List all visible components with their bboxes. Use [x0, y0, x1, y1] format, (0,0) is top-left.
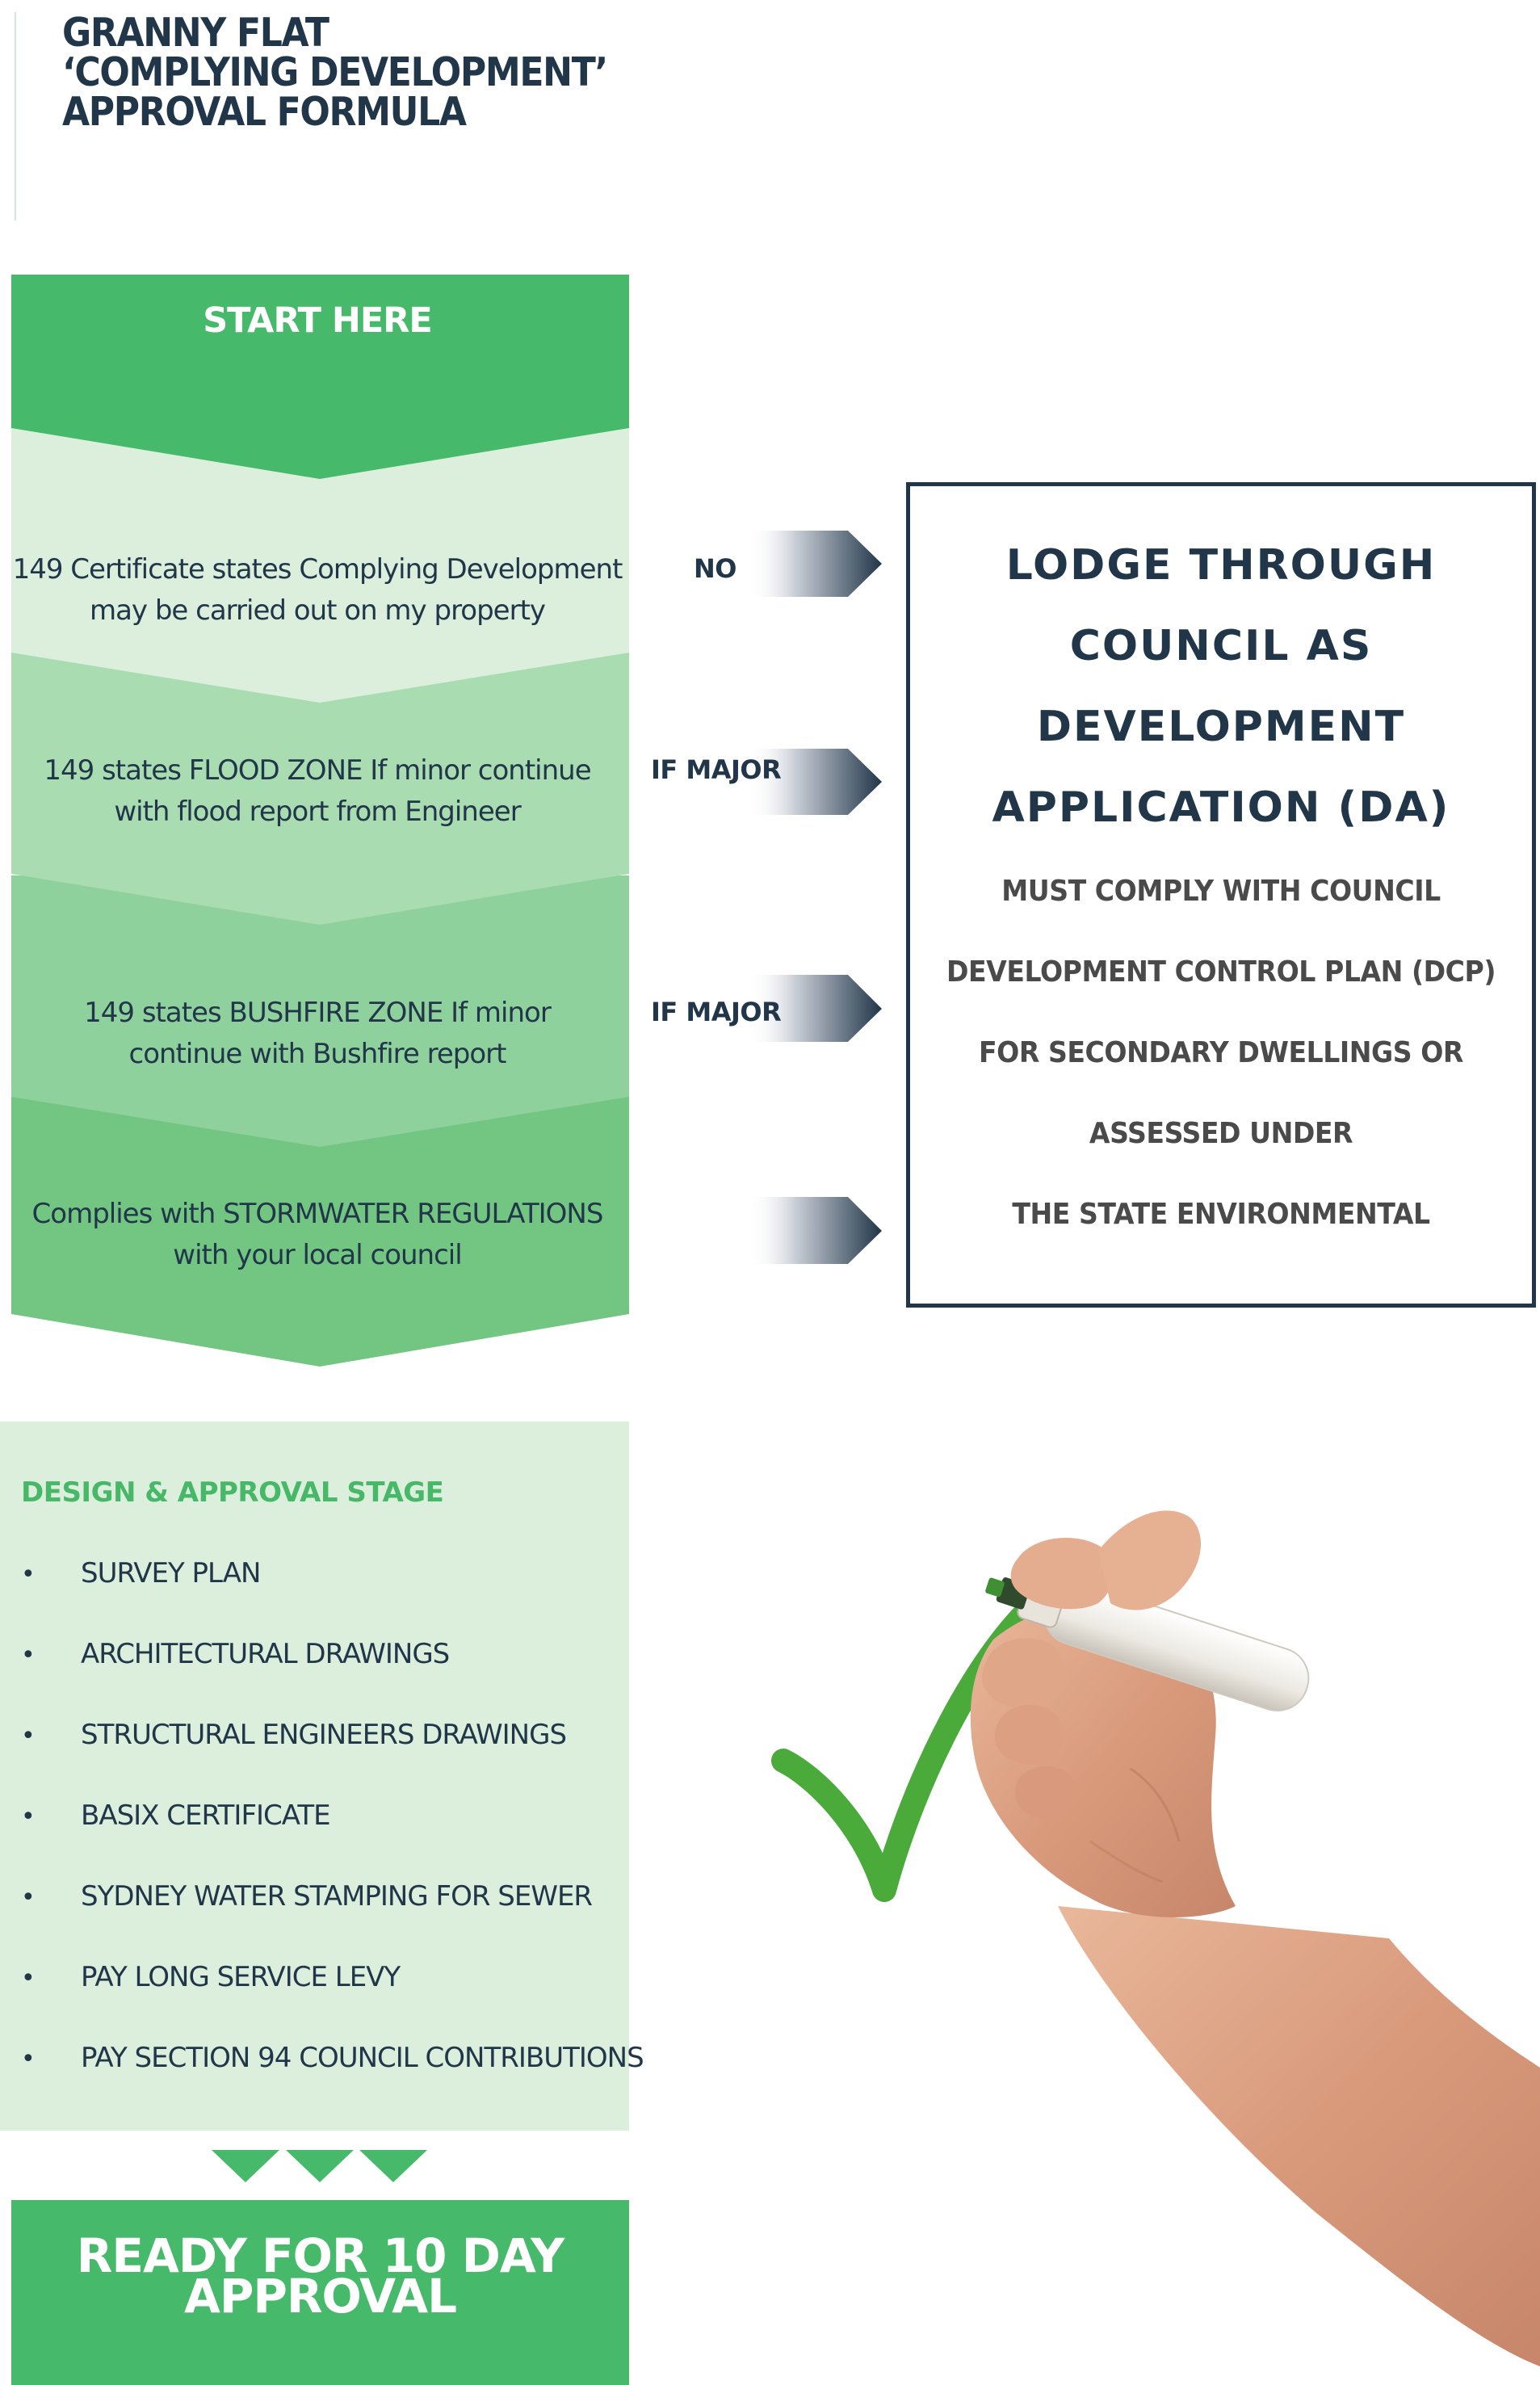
da-info-box: LODGE THROUGH COUNCIL AS DEVELOPMENT APP… — [906, 482, 1536, 1308]
flow-step-4-shape — [11, 1092, 629, 1367]
flow-step-4-line-1: Complies with STORMWATER REGULATIONS — [31, 1198, 604, 1230]
da-heading-line-1: LODGE THROUGH — [1005, 541, 1437, 590]
da-body-line-4: ASSESSED UNDER — [1089, 1117, 1353, 1150]
flow-step-1-shape — [11, 428, 629, 703]
flow-step-3-line-2: continue with Bushfire report — [128, 1038, 507, 1070]
flow-step-2-shape — [11, 651, 629, 925]
arrow-label-bushfire: IF MAJOR — [651, 997, 782, 1027]
bullet-icon: • — [21, 1722, 36, 1750]
ready-line-1: READY FOR 10 DAY — [76, 2228, 564, 2283]
title-line-2: ‘COMPLYING DEVELOPMENT’ — [62, 49, 608, 95]
flow-step-3-text: 149 states BUSHFIRE ZONE If minor contin… — [11, 993, 623, 1075]
design-item-label: BASIX CERTIFICATE — [81, 1799, 331, 1832]
design-item-label: SYDNEY WATER STAMPING FOR SEWER — [81, 1880, 593, 1913]
da-heading-line-3: DEVELOPMENT — [1036, 703, 1406, 751]
design-item: • STRUCTURAL ENGINEERS DRAWINGS — [21, 1719, 567, 1751]
start-here-label: START HERE — [203, 300, 433, 341]
hand-drawing-checkmark-icon — [771, 1510, 1540, 2366]
design-item: • SYDNEY WATER STAMPING FOR SEWER — [21, 1880, 593, 1913]
arrow-flood-major — [749, 749, 882, 815]
design-item-label: PAY SECTION 94 COUNCIL CONTRIBUTIONS — [81, 2042, 644, 2074]
flow-step-2-line-1: 149 states FLOOD ZONE If minor continue — [44, 754, 591, 787]
ready-approval-box: READY FOR 10 DAY APPROVAL — [11, 2200, 629, 2385]
design-item-label: STRUCTURAL ENGINEERS DRAWINGS — [81, 1719, 567, 1751]
bullet-icon: • — [21, 2045, 36, 2073]
flow-step-1-line-2: may be carried out on my property — [89, 594, 546, 627]
arrow-stormwater — [749, 1197, 882, 1264]
da-body-line-2: DEVELOPMENT CONTROL PLAN (DCP) — [946, 955, 1496, 989]
bullet-icon: • — [21, 1964, 36, 1992]
design-item: • ARCHITECTURAL DRAWINGS — [21, 1638, 450, 1670]
design-item: • BASIX CERTIFICATE — [21, 1799, 331, 1832]
bullet-icon: • — [21, 1641, 36, 1669]
flow-step-4-line-2: with your local council — [173, 1239, 462, 1271]
bullet-icon: • — [21, 1560, 36, 1589]
da-body-line-5: THE STATE ENVIRONMENTAL — [1012, 1198, 1430, 1231]
title-line-1: GRANNY FLAT — [62, 10, 329, 56]
page-title: GRANNY FLAT ‘COMPLYING DEVELOPMENT’ APPR… — [62, 10, 608, 135]
design-item-label: ARCHITECTURAL DRAWINGS — [81, 1638, 450, 1670]
bullet-icon: • — [21, 1883, 36, 1912]
design-item: • SURVEY PLAN — [21, 1557, 261, 1589]
flow-step-1-text: 149 Certificate states Complying Develop… — [11, 549, 623, 632]
da-heading-line-4: APPLICATION (DA) — [992, 783, 1450, 832]
design-approval-heading: DESIGN & APPROVAL STAGE — [21, 1476, 444, 1509]
da-body-line-3: FOR SECONDARY DWELLINGS OR — [979, 1036, 1463, 1069]
title-line-3: APPROVAL FORMULA — [62, 89, 467, 135]
flow-diagram — [11, 275, 882, 1367]
ready-approval-text: READY FOR 10 DAY APPROVAL — [11, 2228, 629, 2324]
design-approval-panel: DESIGN & APPROVAL STAGE • SURVEY PLAN • AR… — [0, 1421, 644, 2131]
start-here-shape — [11, 275, 629, 479]
arrow-bushfire-major — [749, 975, 882, 1042]
da-body-line-1: MUST COMPLY WITH COUNCIL — [1001, 875, 1441, 908]
flow-step-1-line-1: 149 Certificate states Complying Develop… — [12, 553, 623, 586]
flow-step-3-line-1: 149 states BUSHFIRE ZONE If minor — [84, 997, 552, 1029]
ready-line-2: APPROVAL — [183, 2269, 457, 2324]
bullet-icon: • — [21, 1803, 36, 1831]
flow-step-2-line-2: with flood report from Engineer — [114, 796, 521, 828]
arrow-no — [749, 531, 882, 597]
arrow-label-flood: IF MAJOR — [651, 754, 782, 785]
flow-step-3-shape — [11, 875, 629, 1147]
down-chevrons-icon — [212, 2150, 427, 2182]
flow-step-2-text: 149 states FLOOD ZONE If minor continue … — [11, 750, 623, 833]
design-item: • PAY LONG SERVICE LEVY — [21, 1961, 401, 1993]
flow-step-4-text: Complies with STORMWATER REGULATIONS wit… — [11, 1194, 623, 1276]
design-item-label: PAY LONG SERVICE LEVY — [81, 1961, 401, 1993]
design-item: • PAY SECTION 94 COUNCIL CONTRIBUTIONS — [21, 2042, 644, 2074]
design-item-label: SURVEY PLAN — [81, 1557, 261, 1589]
title-rule — [15, 12, 16, 220]
da-heading-line-2: COUNCIL AS — [1069, 622, 1373, 670]
arrow-label-no: NO — [694, 553, 736, 584]
